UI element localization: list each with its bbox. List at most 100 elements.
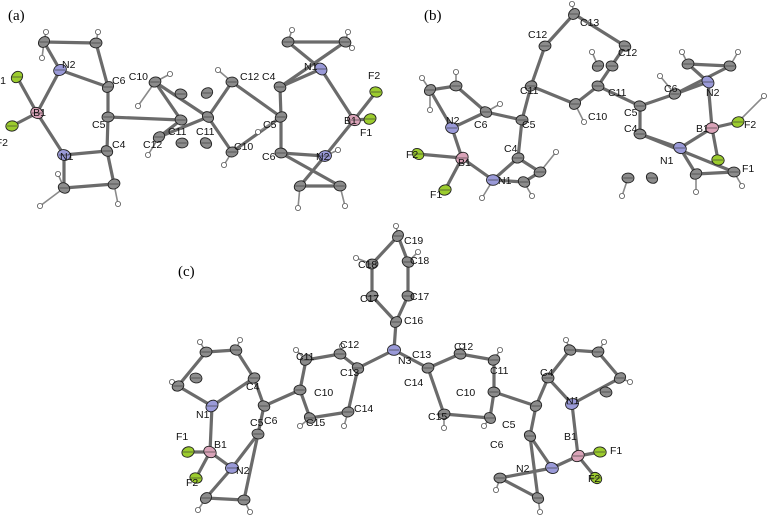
- atom-label-c19: C19: [404, 235, 423, 247]
- atom-label-n2: N2: [446, 115, 460, 127]
- hydrogen-atom: [348, 45, 355, 52]
- hydrogen-atom: [581, 119, 588, 126]
- atom-label-n1: N1: [660, 155, 674, 167]
- hydrogen-atom: [43, 28, 50, 35]
- bond-b-7: [596, 84, 642, 108]
- hydrogen-atom: [144, 151, 151, 158]
- atom-label-c11: C11: [520, 85, 539, 97]
- atom-label-c12: C12: [528, 29, 547, 41]
- atom-label-f2: F2: [186, 477, 198, 489]
- atom-label-c11: C11: [296, 351, 315, 363]
- hydrogen-atom: [529, 192, 536, 199]
- bond-b-1: [572, 12, 627, 48]
- hydrogen-atom: [220, 161, 227, 168]
- atom-label-c11: C11: [608, 87, 627, 99]
- atom-label-f2: F2: [368, 70, 380, 82]
- atom-label-c11: C11: [168, 126, 187, 138]
- bond-a-14: [206, 115, 234, 154]
- atom-label-c12: C12: [618, 47, 637, 59]
- bond-c-19: [442, 412, 492, 420]
- atom-label-c4: C4: [504, 143, 518, 155]
- atom-label-f1: F1: [742, 163, 754, 175]
- atom-label-c5: C5: [250, 417, 264, 429]
- bond-b-35: [638, 132, 736, 174]
- bond-a-33: [278, 40, 347, 89]
- atom-label-b1: B1: [564, 431, 577, 443]
- bond-a-11: [153, 80, 210, 119]
- atom-label-c14: C14: [404, 377, 423, 389]
- bond-b-9: [516, 118, 524, 160]
- hydrogen-atom: [352, 254, 359, 261]
- hydrogen-atom: [134, 103, 141, 110]
- atom-label-f1: F1: [176, 431, 188, 443]
- bond-c-46: [570, 376, 622, 406]
- atom-label-f2: F2: [406, 149, 418, 161]
- bond-b-2: [529, 44, 547, 88]
- atom-label-c14: C14: [354, 403, 373, 415]
- atom-label-c13: C13: [580, 17, 599, 29]
- bond-a-29: [62, 182, 116, 190]
- atom-label-c5: C5: [92, 119, 106, 131]
- bond-c-49: [546, 348, 572, 380]
- hydrogen-atom: [214, 67, 221, 74]
- bond-b-24: [428, 88, 454, 130]
- hydrogen-atom: [657, 73, 664, 80]
- hydrogen-atom: [569, 1, 576, 7]
- atom-label-n2: N2: [236, 465, 250, 477]
- hydrogen-atom: [735, 49, 742, 56]
- hydrogen-atom: [341, 202, 348, 209]
- bond-c-24: [210, 376, 256, 408]
- bond-a-20: [279, 151, 327, 158]
- hydrogen-atom: [693, 188, 700, 195]
- atom-label-c6: C6: [264, 415, 278, 427]
- bond-c-25: [230, 432, 260, 470]
- hydrogen-atom: [458, 342, 465, 349]
- atom-label-c5: C5: [263, 119, 277, 131]
- hydrogen-atom: [627, 378, 634, 385]
- atom-label-c10: C10: [234, 141, 253, 153]
- hydrogen-atom: [563, 336, 570, 343]
- bond-c-43: [204, 466, 234, 500]
- atom-label-b1: B1: [696, 123, 709, 135]
- hydrogen-atom: [288, 26, 295, 33]
- atom-label-n2: N2: [62, 59, 76, 71]
- atom-label-c11: C11: [490, 365, 509, 377]
- atom-label-c6: C6: [262, 151, 276, 163]
- atom-label-c6: C6: [112, 75, 126, 87]
- hydrogen-atom: [392, 222, 399, 229]
- hydrogen-atom: [492, 486, 499, 493]
- bond-a-22: [323, 118, 356, 158]
- atom-label-c12: C12: [240, 71, 259, 83]
- atom-label-c13: C13: [340, 367, 359, 379]
- bond-a-9: [153, 80, 183, 122]
- bond-c-47: [596, 350, 622, 380]
- atom-label-n1: N1: [304, 61, 318, 73]
- atom-label-n1: N1: [498, 175, 512, 187]
- hydrogen-atom: [344, 28, 351, 35]
- atoms-layer: [5, 1, 768, 515]
- bond-b-4: [529, 84, 577, 106]
- bond-a-36: [279, 151, 342, 188]
- atom-label-c5: C5: [522, 119, 536, 131]
- atom-label-c4: C4: [246, 381, 260, 393]
- hydrogen-atom: [537, 508, 544, 515]
- hydrogen-atom: [679, 49, 686, 56]
- atom-label-f1: F1: [430, 189, 442, 201]
- atom-label-c5: C5: [624, 107, 638, 119]
- hydrogen-atom: [601, 338, 608, 345]
- bond-a-21: [319, 67, 356, 122]
- atom-label-f2: F2: [0, 137, 8, 149]
- bond-c-20: [426, 366, 446, 416]
- bond-a-13: [206, 80, 234, 119]
- bond-c-30: [492, 390, 538, 408]
- atom-label-c12: C12: [454, 341, 473, 353]
- bond-b-26: [454, 84, 488, 114]
- bond-b-31: [686, 62, 732, 68]
- hydrogen-atom: [236, 336, 243, 343]
- atom-label-c15: C15: [306, 417, 325, 429]
- bond-c-21: [262, 388, 302, 408]
- hydrogen-atom: [115, 200, 122, 207]
- atom-label-n1: N1: [566, 395, 580, 407]
- hydrogen-atom: [39, 55, 46, 62]
- atom-label-c6: C6: [664, 83, 678, 95]
